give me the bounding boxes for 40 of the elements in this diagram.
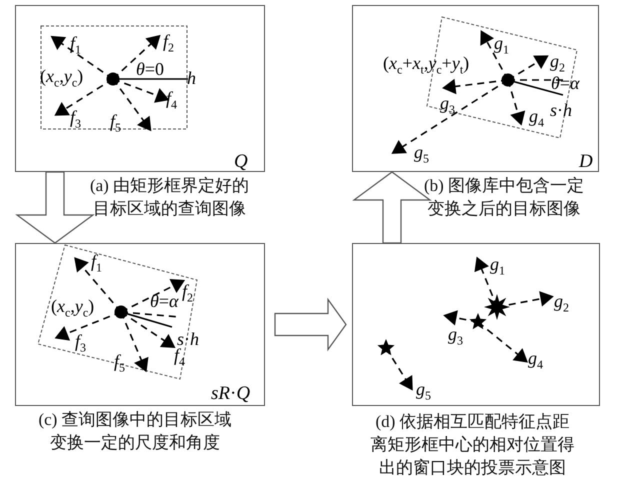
math-label: g$_{2}$ bbox=[554, 292, 569, 317]
block-arrow bbox=[15, 171, 95, 244]
image-label: Q bbox=[234, 151, 248, 173]
math-label: g$_{4}$ bbox=[529, 107, 544, 132]
image-panel bbox=[352, 243, 600, 406]
math-label: θ=0 bbox=[136, 60, 164, 78]
math-label: g$_{2}$ bbox=[550, 52, 565, 76]
block-arrow bbox=[274, 298, 347, 352]
panel-caption: (c) 查询图像中的目标区域变换一定的尺度和角度 bbox=[37, 409, 233, 454]
image-panel bbox=[15, 243, 265, 406]
math-label: s·h bbox=[550, 101, 572, 119]
math-label: f$_{2}$ bbox=[163, 32, 174, 57]
math-label: θ=α bbox=[551, 74, 580, 92]
math-label: h bbox=[187, 69, 196, 87]
math-label: s·h bbox=[177, 330, 200, 348]
image-panel bbox=[15, 5, 265, 172]
math-label: g$_{4}$ bbox=[528, 349, 543, 374]
math-label: f$_{2}$ bbox=[182, 282, 194, 307]
block-arrow bbox=[352, 171, 432, 244]
math-label: g$_{3}$ bbox=[448, 325, 463, 350]
math-label: f$_{3}$ bbox=[70, 108, 82, 133]
math-label: f$_{4}$ bbox=[166, 89, 178, 114]
math-label: g$_{1}$ bbox=[490, 255, 505, 280]
math-label: f$_{4}$ bbox=[174, 346, 186, 371]
math-label: g$_{5}$ bbox=[414, 143, 429, 168]
image-label: sR·Q bbox=[211, 383, 250, 405]
math-label: f$_{3}$ bbox=[75, 332, 86, 357]
math-label: f$_{5}$ bbox=[114, 352, 126, 377]
math-label: f$_{1}$ bbox=[91, 252, 102, 277]
panel-caption: (a) 由矩形框界定好的目标区域的查询图像 bbox=[88, 175, 250, 220]
image-label: D bbox=[579, 151, 593, 173]
math-label: (x$_{c}$,y$_{c}$) bbox=[40, 67, 84, 92]
panel-caption: (d) 依据相互匹配特征点距离矩形框中心的相对位置得出的窗口块的投票示意图 bbox=[370, 411, 575, 479]
image-panel bbox=[352, 5, 599, 172]
math-label: g$_{5}$ bbox=[416, 380, 431, 405]
math-label: (x$_{c}$,y$_{c}$) bbox=[51, 297, 94, 322]
panel-caption: (b) 图像库中包含一定变换之后的目标图像 bbox=[422, 175, 586, 220]
math-label: g$_{1}$ bbox=[494, 34, 509, 59]
math-label: g$_{3}$ bbox=[440, 94, 455, 119]
math-label: (x$_{c}$+x$_{t}$,y$_{c}$+y$_{t}$) bbox=[383, 54, 470, 79]
